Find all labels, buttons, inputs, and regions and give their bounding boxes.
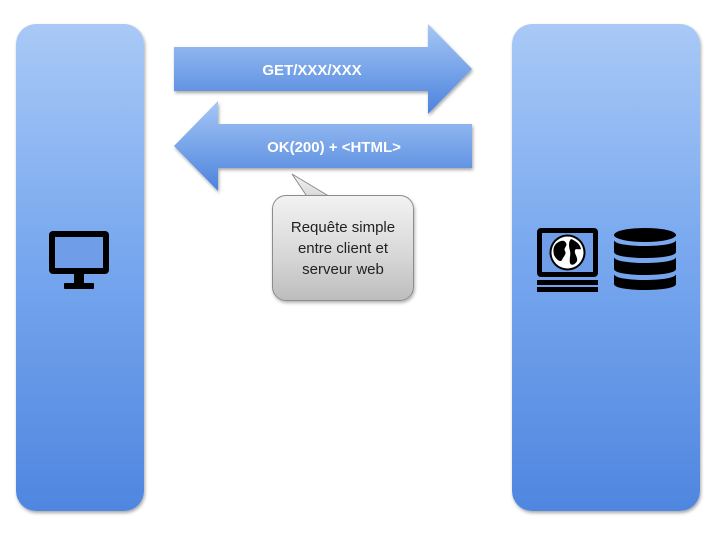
response-arrow (174, 101, 472, 191)
callout-line-3: serveur web (302, 260, 384, 278)
globe-server-icon (537, 228, 598, 292)
callout-line-1: Requête simple (290, 218, 396, 236)
callout-line-2: entre client et (297, 239, 389, 257)
callout-bubble: Requête simple entre client et serveur w… (272, 195, 414, 301)
database-icon (614, 228, 676, 290)
callout-text: Requête simple entre client et serveur w… (291, 217, 395, 280)
response-arrow-label: OK(200) + <HTML> (267, 139, 401, 156)
request-arrow-label: GET/XXX/XXX (262, 62, 361, 79)
monitor-icon (49, 231, 109, 289)
request-arrow (174, 24, 472, 114)
